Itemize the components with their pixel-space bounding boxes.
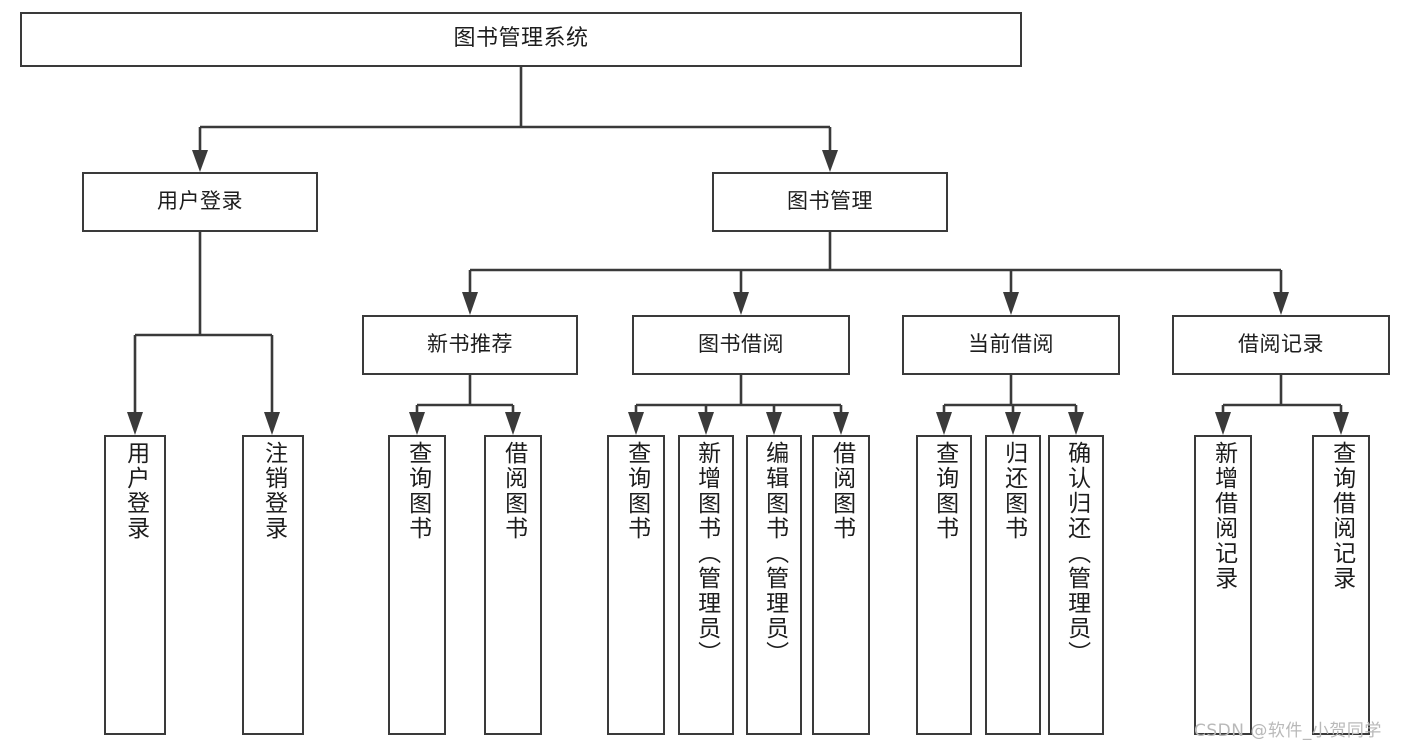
leaf-user-login[interactable]: 用户登录 (104, 435, 166, 735)
arrowhead-jieyuejilu (1273, 292, 1289, 315)
arrowhead-leaf-5 (698, 412, 714, 435)
leaf-edit-book-admin-label: 编辑图书（管理员） (761, 441, 788, 666)
leaf-confirm-return-admin[interactable]: 确认归还（管理员） (1048, 435, 1104, 735)
node-borrow-record-label: 借阅记录 (1238, 332, 1324, 357)
node-book-management[interactable]: 图书管理 (712, 172, 948, 232)
arrowhead-leaf-3 (505, 412, 521, 435)
arrowhead-leaf-9 (1005, 412, 1021, 435)
arrowhead-xinshutuijian (462, 292, 478, 315)
node-book-borrow[interactable]: 图书借阅 (632, 315, 850, 375)
leaf-logout[interactable]: 注销登录 (242, 435, 304, 735)
arrowhead-tushujieyue (733, 292, 749, 315)
leaf-query-borrow-record-label: 查询借阅记录 (1328, 441, 1355, 591)
arrowhead-leaf-0 (127, 412, 143, 435)
node-user-login-label: 用户登录 (157, 189, 243, 214)
arrowhead-leaf-10 (1068, 412, 1084, 435)
leaf-query-book-borrow[interactable]: 查询图书 (607, 435, 665, 735)
leaf-user-login-label: 用户登录 (122, 441, 149, 541)
node-new-book-recommend-label: 新书推荐 (427, 332, 513, 357)
leaf-add-borrow-record-label: 新增借阅记录 (1210, 441, 1237, 591)
leaf-borrow-book[interactable]: 借阅图书 (812, 435, 870, 735)
leaf-query-book-recommend-label: 查询图书 (404, 441, 431, 541)
node-new-book-recommend[interactable]: 新书推荐 (362, 315, 578, 375)
leaf-confirm-return-admin-label: 确认归还（管理员） (1063, 441, 1090, 666)
arrowhead-yonghudenglu (192, 150, 208, 172)
leaf-return-book[interactable]: 归还图书 (985, 435, 1041, 735)
arrowhead-leaf-1 (264, 412, 280, 435)
leaf-edit-book-admin[interactable]: 编辑图书（管理员） (746, 435, 802, 735)
node-book-borrow-label: 图书借阅 (698, 332, 784, 357)
arrowhead-leaf-2 (409, 412, 425, 435)
leaf-return-book-label: 归还图书 (1000, 441, 1027, 541)
leaf-borrow-book-label: 借阅图书 (828, 441, 855, 541)
arrowhead-leaf-8 (936, 412, 952, 435)
leaf-add-book-admin[interactable]: 新增图书（管理员） (678, 435, 734, 735)
node-book-management-label: 图书管理 (787, 189, 873, 214)
arrowhead-dangqianjieyue (1003, 292, 1019, 315)
arrowhead-leaf-7 (833, 412, 849, 435)
leaf-query-book-current-label: 查询图书 (931, 441, 958, 541)
leaf-logout-label: 注销登录 (260, 441, 287, 541)
csdn-watermark: CSDN @软件_小贺同学 (1194, 721, 1382, 741)
leaf-query-book-borrow-label: 查询图书 (623, 441, 650, 541)
node-borrow-record[interactable]: 借阅记录 (1172, 315, 1390, 375)
leaf-query-borrow-record[interactable]: 查询借阅记录 (1312, 435, 1370, 735)
arrowhead-leaf-4 (628, 412, 644, 435)
leaf-query-book-current[interactable]: 查询图书 (916, 435, 972, 735)
node-user-login[interactable]: 用户登录 (82, 172, 318, 232)
node-current-borrow[interactable]: 当前借阅 (902, 315, 1120, 375)
node-current-borrow-label: 当前借阅 (968, 332, 1054, 357)
arrowhead-tushuguanli (822, 150, 838, 172)
node-root-label: 图书管理系统 (453, 26, 589, 52)
leaf-add-book-admin-label: 新增图书（管理员） (693, 441, 720, 666)
arrowhead-leaf-12 (1333, 412, 1349, 435)
leaf-add-borrow-record[interactable]: 新增借阅记录 (1194, 435, 1252, 735)
leaf-query-book-recommend[interactable]: 查询图书 (388, 435, 446, 735)
leaf-borrow-book-recommend-label: 借阅图书 (500, 441, 527, 541)
leaf-borrow-book-recommend[interactable]: 借阅图书 (484, 435, 542, 735)
node-root[interactable]: 图书管理系统 (20, 12, 1022, 67)
arrowhead-leaf-11 (1215, 412, 1231, 435)
arrowhead-leaf-6 (766, 412, 782, 435)
